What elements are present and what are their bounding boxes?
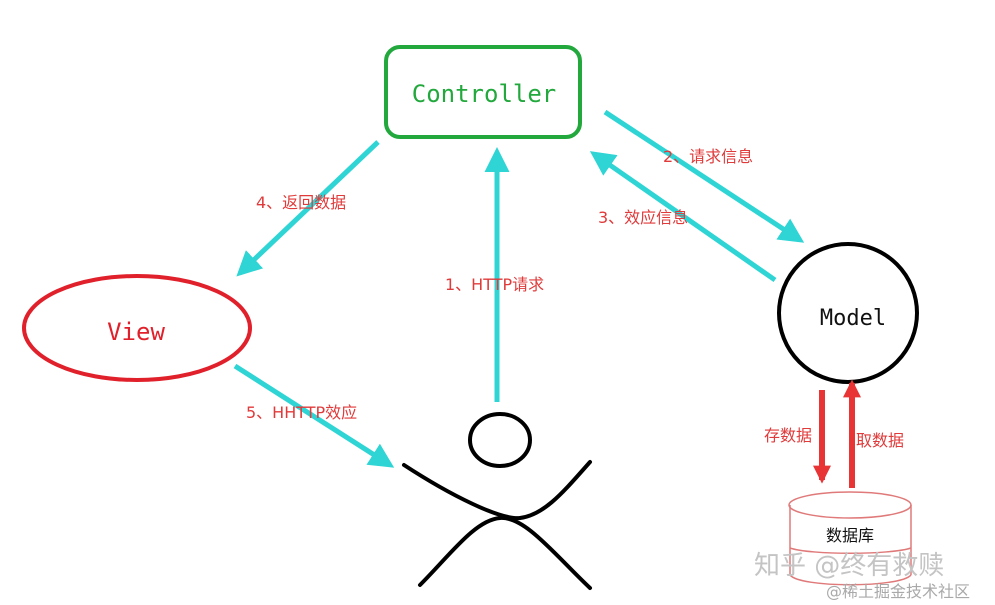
arrow-response-info [589,151,777,283]
model-node: Model [777,242,919,384]
view-label: View [107,318,165,346]
user-figure [402,412,592,590]
model-label: Model [820,306,886,331]
controller-label: Controller [412,80,557,108]
user-head [468,412,532,468]
label-response-info: 3、效应信息 [598,208,688,227]
juejin-watermark: @稀土掘金技术社区 [826,582,971,601]
label-http-response: 5、HHTTP效应 [246,403,357,422]
label-store-data: 存数据 [764,426,812,445]
database-band [789,547,912,554]
database-top [788,491,912,519]
controller-box [384,45,582,139]
user-lower-limbs [418,515,592,590]
database-sides [789,505,912,575]
label-fetch-data: 取数据 [856,431,904,450]
database-node: 数据库 [788,491,912,586]
user-upper-limbs [402,460,592,521]
controller-node: Controller [384,45,582,139]
zhihu-watermark: 知乎 @终有救赎 [754,551,945,581]
arrow-http-response [233,363,395,468]
arrow-request-info [603,109,805,243]
database-label: 数据库 [826,526,874,545]
view-ellipse [22,274,252,382]
database-bottom [789,574,912,586]
label-return-data: 4、返回数据 [256,193,346,212]
label-request-info: 2、请求信息 [663,147,753,166]
view-node: View [22,274,252,382]
arrow-return-data [236,140,380,277]
label-http-request: 1、HTTP请求 [445,275,544,294]
